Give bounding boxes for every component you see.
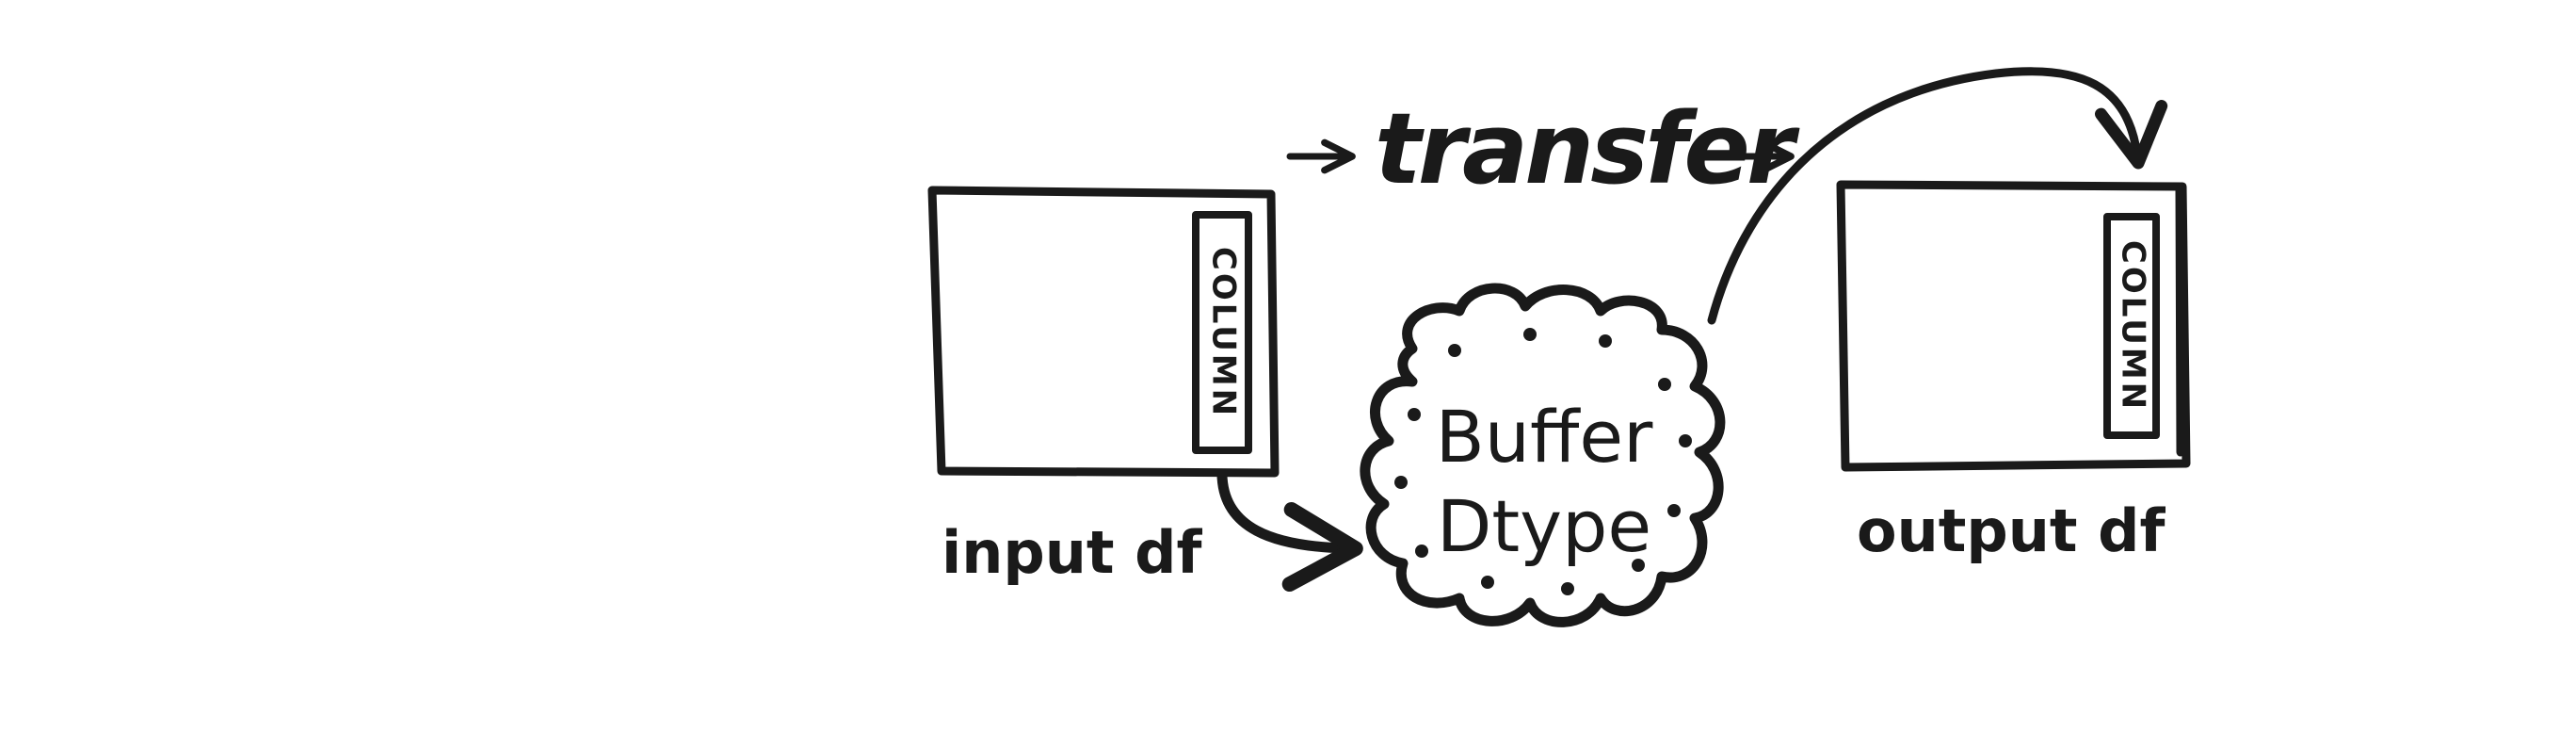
cloud-dot [1667, 504, 1681, 517]
buffer-dtype-cloud: Buffer Dtype [1360, 283, 1726, 627]
output-dataframe-box [1836, 180, 2191, 472]
input-df-label: input df [942, 518, 1203, 587]
column-to-buffer-arrow [1216, 470, 1363, 593]
buffer-cloud-outline [1360, 283, 1726, 627]
output-column-label: COLUMN [2115, 240, 2152, 412]
transfer-annotation: transfer [1286, 91, 1804, 206]
cloud-dot [1394, 476, 1408, 489]
input-dataframe-box [927, 186, 1280, 478]
output-right-shadow-line [2175, 184, 2185, 457]
buffer-to-output-arrow [1707, 67, 2168, 325]
transfer-label: transfer [1375, 91, 1800, 206]
cloud-dot [1658, 378, 1671, 391]
buffer-cloud-dots [1394, 328, 1692, 595]
cloud-dot [1632, 559, 1645, 572]
cloud-dot [1523, 328, 1537, 341]
cloud-dot [1481, 576, 1494, 589]
output-column-box [2103, 213, 2160, 439]
input-column-box [1192, 211, 1252, 454]
output-dataframe: COLUMN output df [1836, 180, 2191, 565]
output-df-label: output df [1857, 496, 2165, 565]
input-dataframe: COLUMN input df [927, 186, 1280, 587]
cloud-dot [1599, 334, 1612, 348]
cloud-dot [1408, 408, 1421, 421]
input-column-label: COLUMN [1205, 247, 1243, 418]
cloud-dot [1448, 344, 1461, 357]
cloud-dot [1415, 545, 1428, 558]
cloud-dot [1561, 582, 1574, 595]
buffer-line1: Buffer [1436, 395, 1653, 479]
cloud-dot [1679, 434, 1692, 447]
buffer-line2: Dtype [1437, 484, 1651, 568]
